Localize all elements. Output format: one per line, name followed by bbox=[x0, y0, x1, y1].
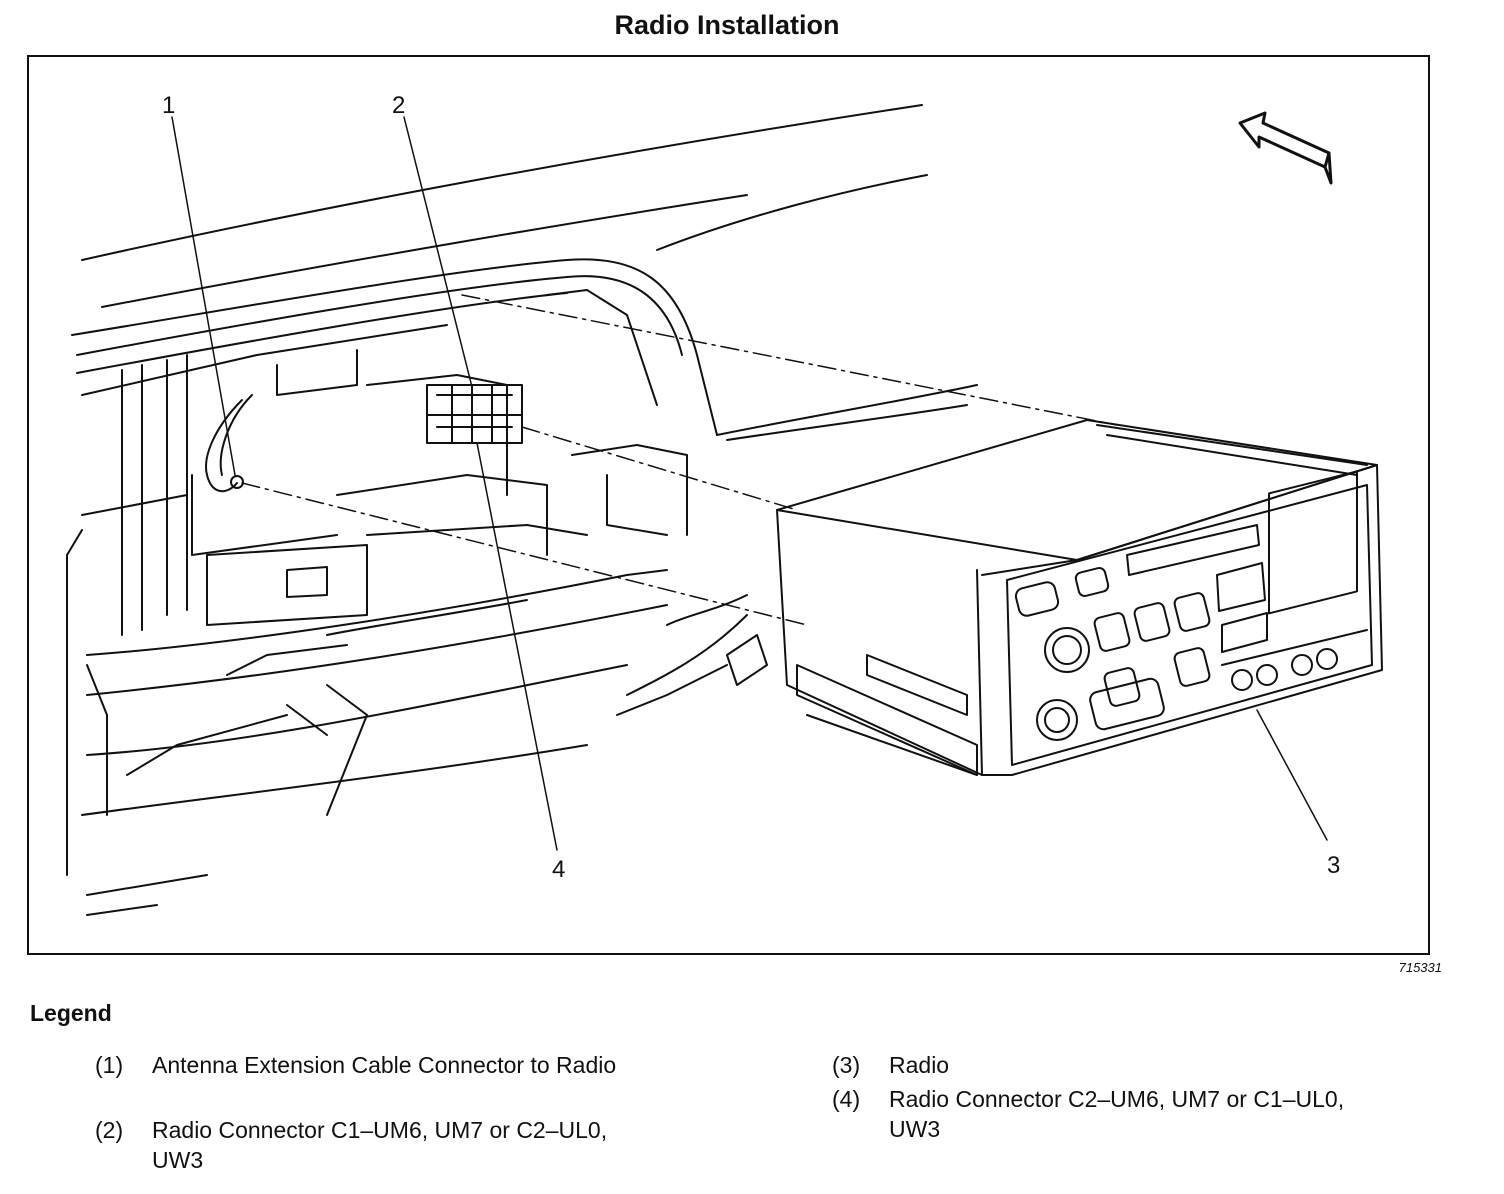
legend-item-number: (2) bbox=[95, 1117, 124, 1143]
legend-item-number: (4) bbox=[832, 1086, 861, 1112]
callout-2: 2 bbox=[392, 92, 405, 119]
forward-arrow bbox=[1238, 111, 1333, 185]
legend-item-text: Radio Connector C2–UM6, UM7 or C1–UL0, U… bbox=[889, 1086, 1345, 1142]
figure-number: 715331 bbox=[1398, 960, 1442, 975]
callout-leaders bbox=[171, 116, 1328, 851]
connector-pair bbox=[426, 384, 523, 444]
legend-item-text: Antenna Extension Cable Connector to Rad… bbox=[152, 1052, 617, 1078]
radio-unit bbox=[776, 419, 1383, 776]
legend-item-text: Radio bbox=[889, 1052, 950, 1078]
callout-3: 3 bbox=[1327, 852, 1340, 879]
legend-item-number: (1) bbox=[95, 1052, 124, 1078]
radio-installation-illustration: 1 2 3 4 bbox=[66, 92, 1383, 916]
dashboard-outline bbox=[66, 104, 978, 916]
callout-4: 4 bbox=[552, 856, 565, 883]
legend-heading: Legend bbox=[30, 1000, 112, 1026]
illustration-frame bbox=[27, 55, 1430, 955]
legend-item-text: Radio Connector C1–UM6, UM7 or C2–UL0, U… bbox=[152, 1117, 608, 1173]
alignment-lines bbox=[241, 294, 1118, 626]
radio-cavity bbox=[86, 289, 768, 816]
antenna-cable bbox=[205, 394, 253, 493]
diagram-title: Radio Installation bbox=[614, 10, 840, 40]
callout-1: 1 bbox=[162, 92, 175, 119]
legend-item-number: (3) bbox=[832, 1052, 861, 1078]
